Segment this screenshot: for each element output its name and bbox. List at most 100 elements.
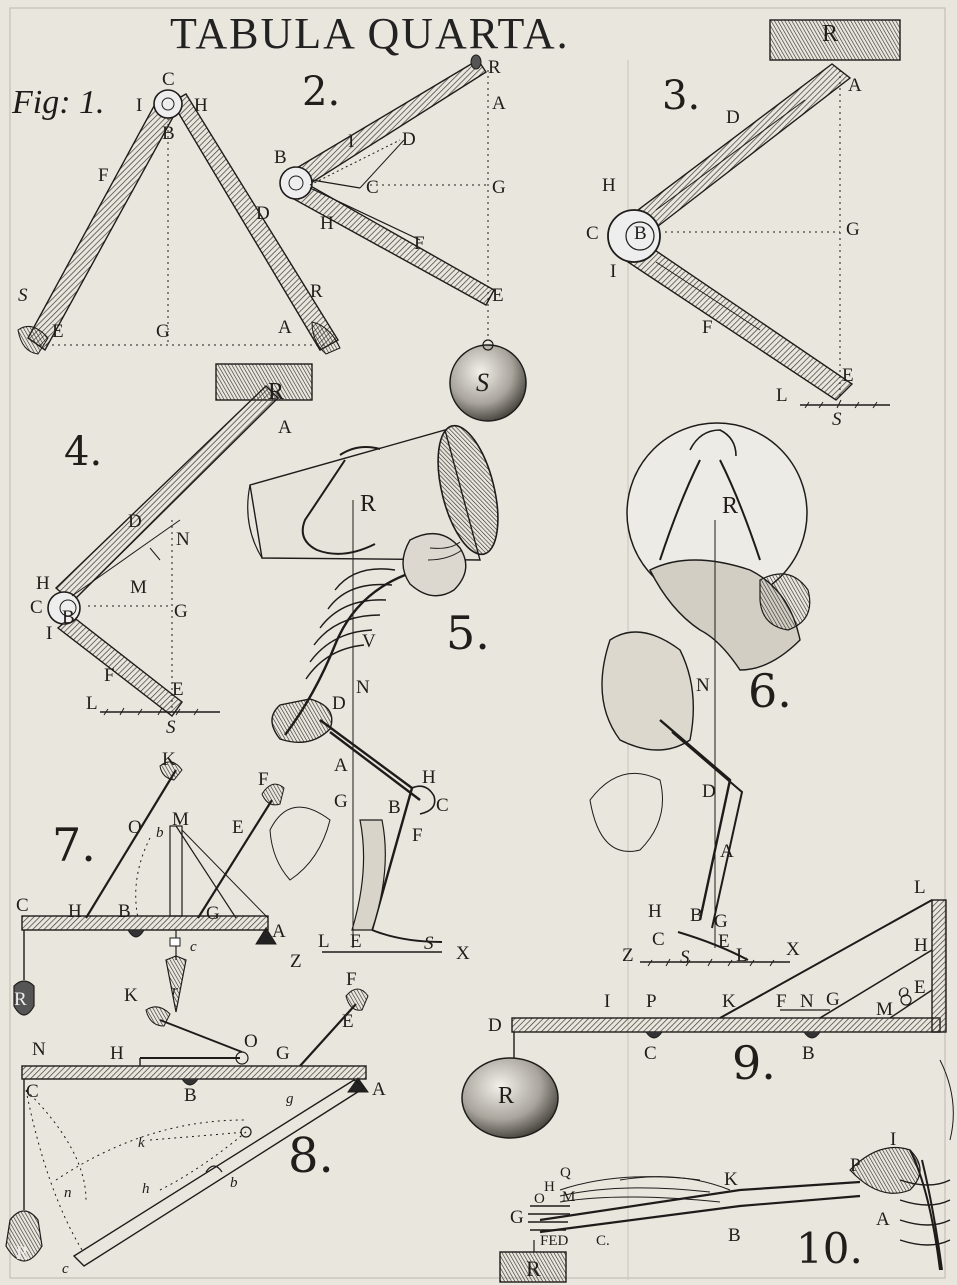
fig3-letter-l: L	[776, 385, 788, 406]
fig10-letter-g: G	[510, 1207, 524, 1228]
fig6-letter-a: A	[720, 841, 734, 862]
fig10-letter-c: C.	[596, 1233, 610, 1249]
fig2-letter-d: D	[402, 129, 416, 150]
fig8-letter-c-small: c	[62, 1261, 69, 1277]
plate-title: TABULA QUARTA.	[170, 9, 570, 58]
fig1-letter-e: E	[52, 321, 64, 342]
fig7-letter-z: Z	[290, 951, 302, 972]
figure-4-drawing	[47, 363, 313, 717]
fig4-letter-i: I	[46, 623, 53, 644]
fig2-letter-h: H	[320, 213, 334, 234]
fig10-letter-fed: FED	[540, 1233, 569, 1249]
fig4-letter-m: M	[130, 577, 147, 598]
fig7-letter-b-small: b	[156, 825, 164, 841]
fig8-letter-a: A	[372, 1079, 386, 1100]
fig9-letter-f: F	[776, 991, 787, 1012]
fig1-letter-h: H	[194, 95, 208, 116]
fig6-letter-n: N	[696, 675, 710, 696]
fig6-letter-g: G	[714, 911, 728, 932]
fig7-letter-r: R	[14, 989, 27, 1010]
fig4-letter-g: G	[174, 601, 188, 622]
fig10-letter-i: I	[890, 1129, 897, 1150]
fig9-letter-n: N	[800, 991, 814, 1012]
fig5-letter-c: C	[436, 795, 449, 816]
fig9-letter-h: H	[914, 935, 928, 956]
fig7-letter-b: B	[118, 901, 131, 922]
fig4-letter-r: R	[268, 379, 285, 405]
fig8-letter-n: N	[32, 1039, 46, 1060]
fig7-letter-f: F	[258, 769, 269, 790]
fig5-letter-d: D	[332, 693, 346, 714]
fig9-letter-p: P	[646, 991, 657, 1012]
fig9-letter-r: R	[498, 1083, 515, 1109]
fig8-letter-o: O	[244, 1031, 258, 1052]
fig3-letter-i: I	[610, 261, 617, 282]
fig3-letter-r: R	[822, 21, 839, 47]
fig7-letter-g: G	[206, 903, 220, 924]
figure-number-7: 7.	[52, 818, 96, 872]
fig10-letter-p: P	[850, 1155, 861, 1176]
fig9-letter-o: O	[898, 985, 909, 1001]
figure-9-drawing	[461, 899, 947, 1139]
fig4-letter-b: B	[62, 607, 75, 628]
fig2-letter-i: I	[348, 131, 355, 152]
fig9-letter-m: M	[876, 999, 893, 1020]
fig5-letter-e: E	[350, 931, 362, 952]
fig1-letter-d: D	[256, 203, 270, 224]
fig1-letter-a: A	[278, 317, 292, 338]
figure-1-drawing	[17, 89, 341, 355]
fig2-letter-f: F	[414, 233, 425, 254]
fig10-letter-q: Q	[560, 1165, 571, 1181]
fig3-letter-c: C	[586, 223, 599, 244]
fig8-letter-g: G	[276, 1043, 290, 1064]
fig2-letter-g: G	[492, 177, 506, 198]
fig7-letter-e: E	[232, 817, 244, 838]
fig2-letter-c: C	[366, 177, 379, 198]
fig5-letter-v: V	[362, 631, 376, 652]
figure-number-6: 6.	[748, 664, 792, 718]
figure-number-4: 4.	[64, 429, 103, 475]
fig3-letter-h: H	[602, 175, 616, 196]
fig8-letter-h-small: h	[142, 1181, 150, 1197]
figure-number-9: 9.	[732, 1036, 776, 1090]
fig9-letter-d: D	[488, 1015, 502, 1036]
fig7-letter-r-small: r	[172, 983, 178, 999]
fig8-letter-c: C	[26, 1081, 39, 1102]
fig3-letter-d: D	[726, 107, 740, 128]
fig4-letter-h: H	[36, 573, 50, 594]
fig4-letter-n: N	[176, 529, 190, 550]
fig8-letter-f: F	[346, 969, 357, 990]
fig3-letter-g: G	[846, 219, 860, 240]
fig3-letter-a: A	[848, 75, 862, 96]
fig3-letter-f: F	[702, 317, 713, 338]
fig6-letter-c: C	[652, 929, 665, 950]
fig10-letter-h: H	[544, 1179, 555, 1195]
fig4-letter-c: C	[30, 597, 43, 618]
fig3-letter-s: S	[832, 409, 842, 430]
fig9-letter-k: K	[722, 991, 736, 1012]
fig5-letter-x: X	[456, 943, 470, 964]
fig6-letter-s: S	[680, 947, 690, 968]
fig4-letter-s: S	[166, 717, 176, 738]
fig7-letter-a: A	[272, 921, 286, 942]
fig8-letter-k-small: k	[138, 1135, 145, 1151]
fig8-letter-n-small: n	[64, 1185, 72, 1201]
fig8-letter-h: H	[110, 1043, 124, 1064]
fig2-letter-r: R	[488, 57, 501, 78]
fig5-letter-l: L	[318, 931, 330, 952]
fig5-letter-s: S	[424, 933, 434, 954]
fig5-letter-b: B	[388, 797, 401, 818]
fig9-letter-c: C	[644, 1043, 657, 1064]
fig2-letter-b: B	[274, 147, 287, 168]
figure-number-2: 2.	[302, 69, 341, 115]
fig10-letter-m: M	[562, 1189, 576, 1205]
fig1-letter-i: I	[136, 95, 143, 116]
figure-number-5: 5.	[446, 606, 490, 660]
fig8-letter-e: E	[342, 1011, 354, 1032]
fig8-letter-g-small: g	[286, 1091, 294, 1107]
fig10-letter-o: O	[534, 1191, 545, 1207]
fig1-letter-b: B	[162, 123, 175, 144]
fig6-letter-b: B	[690, 905, 703, 926]
fig6-letter-e: E	[718, 931, 730, 952]
figure-6-drawing	[589, 422, 811, 967]
